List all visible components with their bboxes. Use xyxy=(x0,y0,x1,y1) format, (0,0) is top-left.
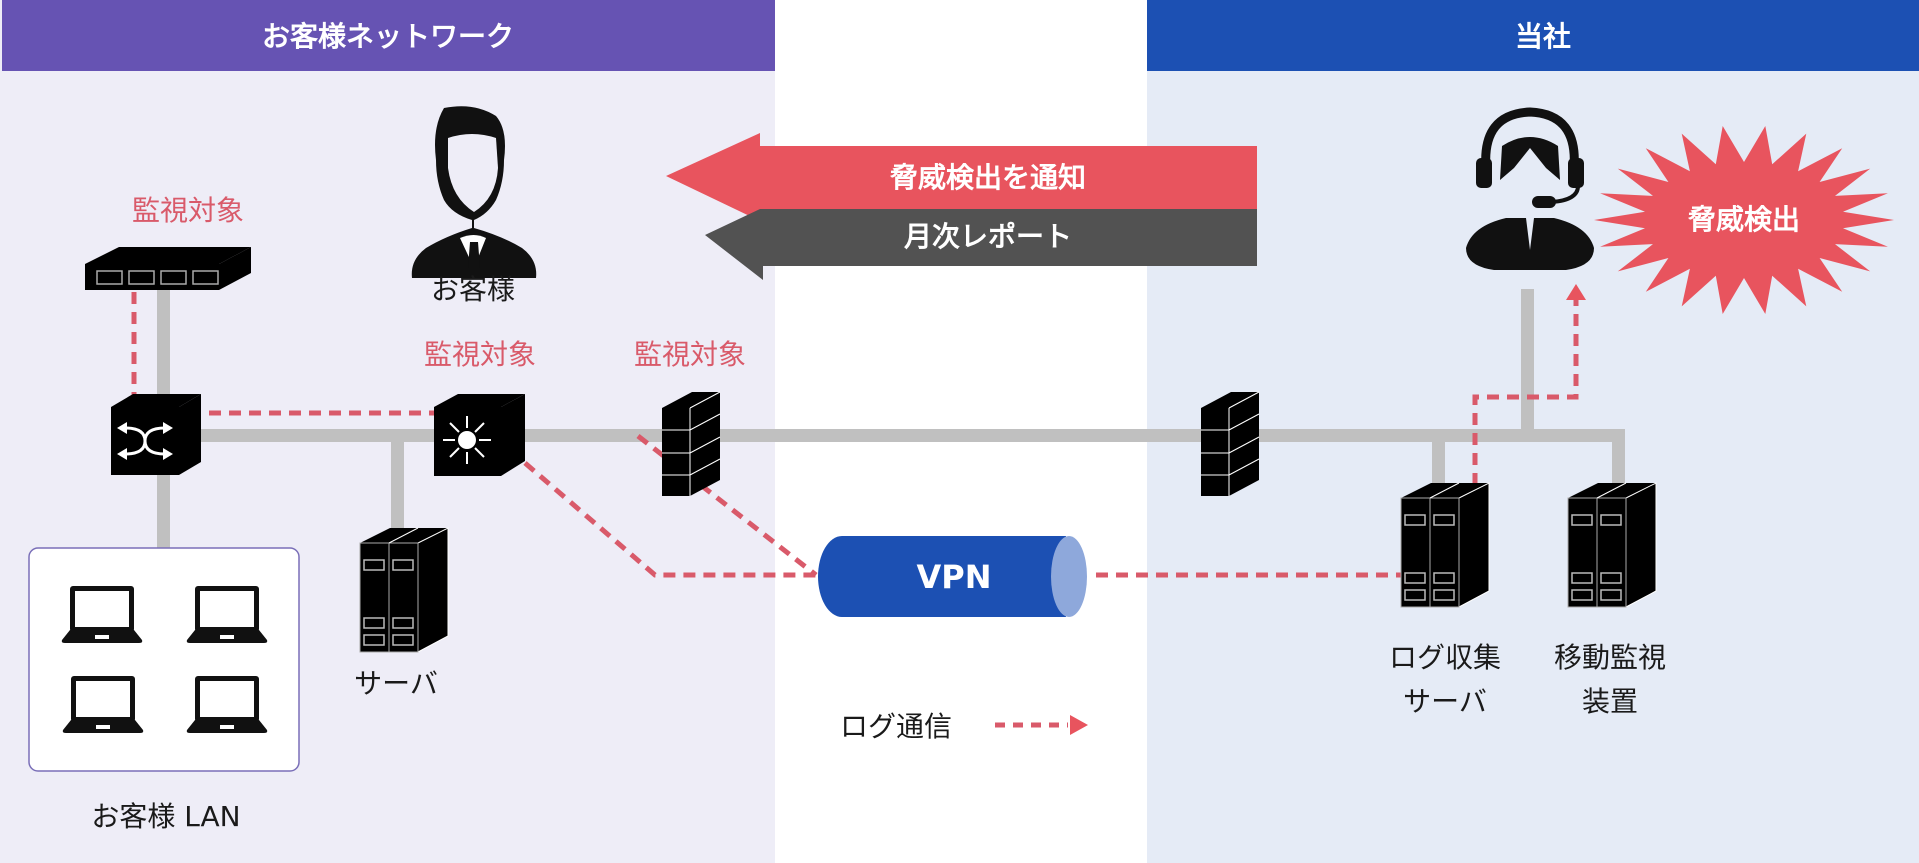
cable-to-customer-server xyxy=(391,440,404,530)
company-section-header xyxy=(1147,0,1919,71)
l2-switch-icon xyxy=(111,394,201,475)
log-line-firewall-to-vpn xyxy=(636,434,818,577)
customer-lan-label: お客様 LAN xyxy=(91,800,240,833)
customer-server-label: サーバ xyxy=(354,667,438,700)
log-line-log-server-to-operator xyxy=(1472,300,1579,485)
company-section-title: 当社 xyxy=(1515,20,1571,53)
log-collect-server-label-line2: サーバ xyxy=(1403,685,1487,718)
legend-arrowhead xyxy=(1070,715,1088,735)
operator-headset-icon xyxy=(1466,107,1594,270)
customer-firewall-icon xyxy=(661,391,721,497)
monthly-report-arrow: 月次レポート xyxy=(705,209,1257,280)
customer-server-icon xyxy=(359,527,449,653)
log-traffic-lines xyxy=(131,292,1579,578)
monitor-target-label-hub: 監視対象 xyxy=(132,194,244,227)
cable-to-monitor-device xyxy=(1612,429,1625,485)
log-line-l3-to-vpn xyxy=(523,461,816,578)
laptop-icon xyxy=(186,586,268,643)
laptop-icon xyxy=(62,676,144,733)
notify-arrow-label: 脅威検出を通知 xyxy=(889,161,1086,194)
cable-main-backbone xyxy=(160,429,1625,442)
cable-hub-to-switch xyxy=(157,290,170,400)
legend: ログ通信 xyxy=(840,710,1088,743)
monitor-device-icon xyxy=(1567,482,1657,608)
legend-log-traffic-label: ログ通信 xyxy=(840,710,952,743)
customer-person-icon xyxy=(411,106,537,278)
vpn-tunnel-end xyxy=(1051,536,1087,617)
customer-section-title: お客様ネットワーク xyxy=(262,20,514,53)
company-firewall-icon xyxy=(1200,391,1260,497)
monitor-target-label-firewall: 監視対象 xyxy=(634,338,746,371)
log-collect-server-label-line1: ログ収集 xyxy=(1389,641,1501,674)
customer-section-header xyxy=(2,0,775,71)
monthly-report-arrow-label: 月次レポート xyxy=(903,220,1072,253)
l3-switch-icon xyxy=(434,394,525,476)
threat-detected-label: 脅威検出 xyxy=(1687,203,1800,236)
cable-to-operator xyxy=(1521,289,1534,434)
vpn-tunnel: VPN xyxy=(818,536,1087,617)
monitor-device-label-line2: 装置 xyxy=(1582,685,1638,718)
laptop-icon xyxy=(61,586,143,643)
cable-switch-to-lan xyxy=(157,470,170,550)
laptop-icon xyxy=(186,676,268,733)
notify-arrow: 脅威検出を通知 xyxy=(666,133,1257,221)
threat-detected-burst: 脅威検出 xyxy=(1594,126,1894,314)
customer-person-label: お客様 xyxy=(431,273,515,306)
monitor-device-label-line1: 移動監視 xyxy=(1554,641,1666,674)
vpn-label: VPN xyxy=(917,558,992,596)
customer-lan-box xyxy=(28,547,300,772)
monitor-target-label-l3: 監視対象 xyxy=(424,338,536,371)
log-arrowhead-operator xyxy=(1566,284,1586,300)
cable-to-log-server xyxy=(1432,440,1445,485)
log-collect-server-icon xyxy=(1400,482,1490,608)
hub-icon xyxy=(85,247,251,290)
